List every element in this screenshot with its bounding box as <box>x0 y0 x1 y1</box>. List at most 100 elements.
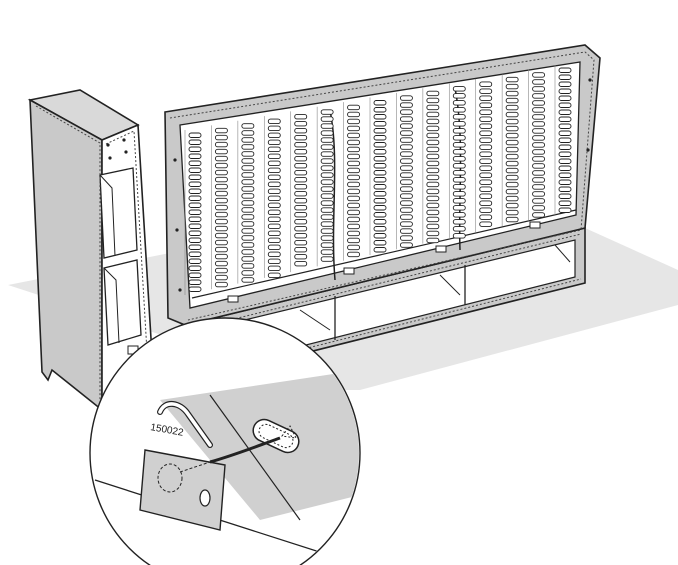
slat-loop <box>320 172 334 178</box>
slat-loop <box>267 160 281 167</box>
slat-loop <box>558 158 572 164</box>
slat-loop <box>320 249 334 255</box>
slat-loop <box>558 137 572 143</box>
slat-loop <box>320 200 334 206</box>
slat-loop <box>267 216 281 223</box>
slat-loop <box>267 146 281 153</box>
slat-loop <box>426 174 440 181</box>
slat-loop <box>320 256 334 262</box>
slat-loop <box>373 142 387 148</box>
slat-loop <box>294 148 308 155</box>
slat-loop <box>347 132 361 139</box>
slat-loop <box>426 125 440 132</box>
slat-loop <box>532 128 546 134</box>
slat-loop <box>188 153 202 159</box>
slat-loop <box>373 156 387 162</box>
slat-loop <box>399 242 413 248</box>
slat-loop <box>241 242 255 248</box>
slat-loop <box>320 207 334 213</box>
slat-loop <box>505 216 519 223</box>
slat-loop <box>294 204 308 211</box>
slat-loop <box>188 223 202 229</box>
slat-loop <box>558 123 572 129</box>
slat-loop <box>320 123 334 129</box>
slat-loop <box>347 202 361 209</box>
slat-loop <box>479 102 493 108</box>
slat-loop <box>426 167 440 174</box>
slat-loop <box>373 163 387 169</box>
slat-loop <box>320 158 334 164</box>
slat-loop <box>532 86 546 92</box>
slat-loop <box>320 235 334 241</box>
slat-loop <box>214 211 228 218</box>
slat-loop <box>452 177 466 183</box>
slat-loop <box>479 221 493 227</box>
slat-loop <box>505 139 519 146</box>
slat-loop <box>320 165 334 171</box>
slat-loop <box>399 116 413 122</box>
slat-loop <box>558 193 572 199</box>
slat-loop <box>294 169 308 176</box>
slat-loop <box>347 195 361 202</box>
slat-loop <box>294 155 308 162</box>
slat-loop <box>267 265 281 272</box>
slat-loop <box>479 95 493 101</box>
slat-loop <box>505 132 519 139</box>
slat-loop <box>267 272 281 279</box>
slat-loop <box>373 100 387 106</box>
slat-loop <box>373 198 387 204</box>
slat-loop <box>452 149 466 155</box>
slat-loop <box>452 233 466 239</box>
slat-loop <box>241 249 255 255</box>
slat-loop <box>188 230 202 236</box>
slat-loop <box>347 188 361 195</box>
slat-loop <box>347 139 361 146</box>
slat-loop <box>426 202 440 209</box>
slat-loop <box>267 174 281 181</box>
slat-loop <box>241 228 255 234</box>
slat-loop <box>214 155 228 162</box>
slat-loop <box>505 195 519 202</box>
slat-loop <box>267 237 281 244</box>
slat-loop <box>479 144 493 150</box>
slat-loop <box>505 167 519 174</box>
slat-loop <box>267 251 281 258</box>
slat-loop <box>479 151 493 157</box>
slat-loop <box>320 137 334 143</box>
slat-loop <box>426 118 440 125</box>
slat-loop <box>399 151 413 157</box>
slat-loop <box>267 132 281 139</box>
slat-loop <box>294 176 308 183</box>
slat-loop <box>399 95 413 101</box>
slat-loop <box>532 114 546 120</box>
slat-loop <box>294 246 308 253</box>
slat-loop <box>214 183 228 190</box>
slat-loop <box>241 137 255 143</box>
slat-loop <box>347 251 361 258</box>
slat-loop <box>188 181 202 187</box>
slat-loop <box>452 163 466 169</box>
slat-loop <box>188 244 202 250</box>
slat-loop <box>532 135 546 141</box>
hook-icon <box>139 401 281 531</box>
slat-loop <box>373 212 387 218</box>
slat-loop <box>399 144 413 150</box>
slat-loop <box>241 123 255 129</box>
slat-loop <box>558 144 572 150</box>
slat-loop <box>267 223 281 230</box>
slat-loop <box>558 67 572 73</box>
slat-loop <box>214 204 228 211</box>
slat-loop <box>479 130 493 136</box>
slat-loop <box>241 270 255 276</box>
dashed-arrow-icon <box>281 425 297 439</box>
slat-loop <box>479 88 493 94</box>
slat-loop <box>294 183 308 190</box>
slat-loop <box>505 97 519 104</box>
slat-loop <box>452 156 466 162</box>
slat-loop <box>505 188 519 195</box>
slat-loop <box>426 209 440 216</box>
slat-loop <box>188 272 202 278</box>
slat-loop <box>241 172 255 178</box>
slat-loop <box>426 90 440 97</box>
